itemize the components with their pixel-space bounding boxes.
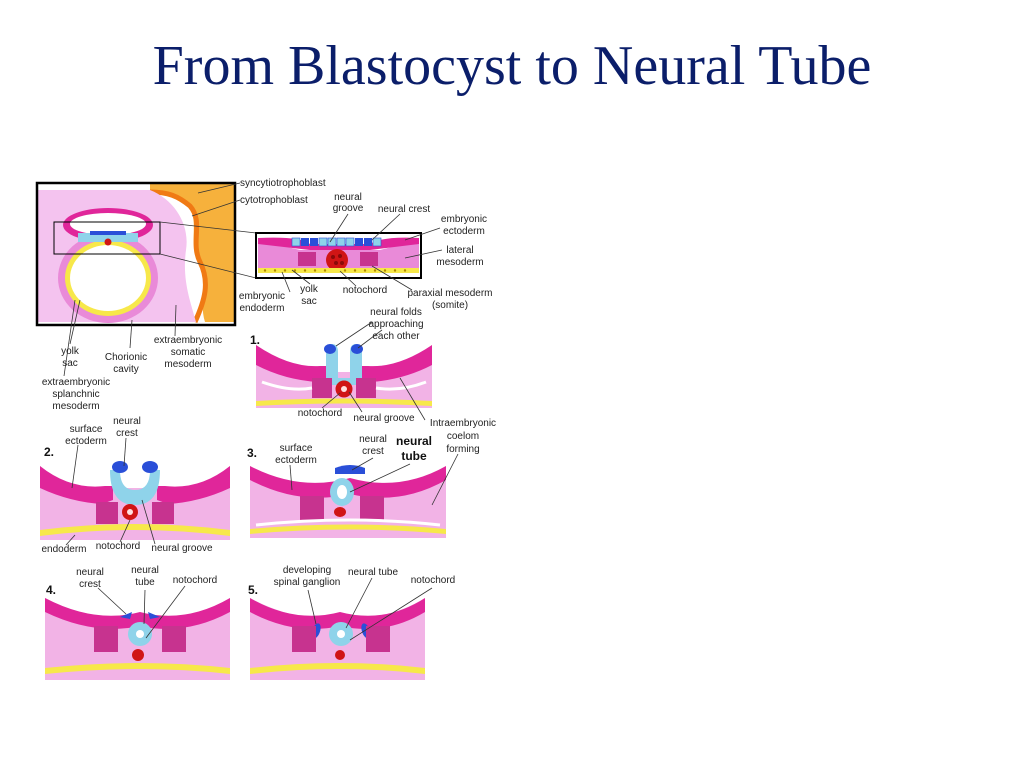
amniotic-cavity	[70, 213, 146, 235]
blastocyst-notochord	[104, 238, 112, 246]
stage-2-label-notochord: notochord	[96, 541, 140, 552]
stage-3-label-crest-2: crest	[362, 446, 384, 457]
leader-lines	[63, 182, 459, 641]
label-extraembryonic-somatic-2: somatic	[171, 347, 205, 358]
label-chorionic-cavity-2: cavity	[113, 364, 139, 375]
label-chorionic-cavity-1: Chorionic	[105, 352, 147, 363]
stage-2-label-endoderm: endoderm	[41, 544, 86, 555]
embryonic-disc	[78, 233, 138, 242]
stage-5-diagram	[250, 598, 425, 680]
stage-1-label-coelom-2: coelom	[447, 431, 479, 442]
label-notochord-top: notochord	[343, 285, 387, 296]
stage-1-label-folds-1: neural folds	[370, 307, 422, 318]
label-yolk-sac-top-2: sac	[301, 296, 317, 307]
blastocyst-frame	[35, 181, 237, 327]
slide-title: From Blastocyst to Neural Tube	[152, 35, 872, 97]
label-syncytiotrophoblast: syncytiotrophoblast	[240, 178, 326, 189]
stage-4-label-tube-2: tube	[135, 577, 155, 588]
label-extraembryonic-somatic-3: mesoderm	[164, 359, 211, 370]
enlarged-paraxial-left	[298, 252, 316, 266]
stage-3-number: 3.	[247, 446, 257, 460]
stage-3-label-tube-2: tube	[401, 449, 427, 463]
labels: syncytiotrophoblast cytotrophoblast neur…	[41, 178, 496, 597]
stage-4-label-crest-2: crest	[79, 579, 101, 590]
stage-2-label-crest-2: crest	[116, 428, 138, 439]
label-neural-crest-top: neural crest	[378, 204, 430, 215]
stage-2-label-crest-1: neural	[113, 416, 141, 427]
enlarged-section	[255, 232, 422, 279]
stage-5-label-tube: neural tube	[348, 567, 398, 578]
label-extraembryonic-splanchnic-2: splanchnic	[52, 389, 99, 400]
label-extraembryonic-splanchnic-1: extraembryonic	[42, 377, 110, 388]
stage-1-diagram	[256, 344, 432, 408]
stage-4-diagram	[45, 598, 230, 680]
enlarged-ectoderm-cells	[291, 237, 382, 247]
stage-4-number: 4.	[46, 583, 56, 597]
label-embryonic-endoderm-2: endoderm	[239, 303, 284, 314]
stage-1-label-coelom-3: forming	[446, 444, 479, 455]
label-lateral-mesoderm-2: mesoderm	[436, 257, 483, 268]
label-paraxial-mesoderm-1: paraxial mesoderm	[407, 288, 492, 299]
stage-3-label-tube-1: neural	[396, 434, 432, 448]
stage-5-label-ganglion-2: spinal ganglion	[274, 577, 341, 588]
label-lateral-mesoderm-1: lateral	[446, 245, 473, 256]
stage-3-label-surface-2: ectoderm	[275, 455, 317, 466]
stage-1-label-folds-2: approaching	[368, 319, 423, 330]
stage-1-label-groove: neural groove	[353, 413, 415, 424]
label-cytotrophoblast: cytotrophoblast	[240, 195, 308, 206]
stage-2-number: 2.	[44, 445, 54, 459]
disc-ectoderm	[90, 231, 126, 235]
stage-5-label-ganglion-1: developing	[283, 565, 331, 576]
cytotrophoblast-line	[149, 189, 208, 324]
stage-2-label-surface-2: ectoderm	[65, 436, 107, 447]
label-paraxial-mesoderm-2: (somite)	[432, 300, 468, 311]
stage-1-label-notochord: notochord	[298, 408, 342, 419]
stage-2-diagram	[40, 461, 230, 540]
label-neural-groove-top-2: groove	[333, 203, 364, 214]
stage-1-label-coelom-1: Intraembryonic	[430, 418, 496, 429]
label-embryonic-ectoderm-2: ectoderm	[443, 226, 485, 237]
label-extraembryonic-splanchnic-3: mesoderm	[52, 401, 99, 412]
stage-2-label-groove: neural groove	[151, 543, 213, 554]
stage-4-label-crest-1: neural	[76, 567, 104, 578]
enlarged-paraxial-right	[360, 252, 378, 266]
stage-1-label-folds-3: each other	[372, 331, 420, 342]
label-yolk-sac-top-1: yolk	[300, 284, 319, 295]
label-yolk-sac-left-1: yolk	[61, 346, 80, 357]
label-embryonic-endoderm-1: embryonic	[239, 291, 285, 302]
label-neural-groove-top-1: neural	[334, 192, 362, 203]
zoom-box	[53, 221, 161, 255]
stage-5-number: 5.	[248, 583, 258, 597]
enlarged-endoderm	[258, 268, 419, 273]
yolk-sac-inner	[70, 245, 146, 311]
label-yolk-sac-left-2: sac	[62, 358, 78, 369]
stage-5-label-notochord: notochord	[411, 575, 455, 586]
stage-3-label-surface-1: surface	[280, 443, 313, 454]
enlarged-endoderm-dots	[263, 269, 407, 272]
blastocyst-panel	[35, 181, 257, 327]
stage-3-label-crest-1: neural	[359, 434, 387, 445]
stage-2-label-surface-1: surface	[70, 424, 103, 435]
enlarged-notochord	[326, 249, 348, 271]
stage-3-diagram	[250, 465, 446, 538]
label-extraembryonic-somatic-1: extraembryonic	[154, 335, 222, 346]
stage-4-label-notochord: notochord	[173, 575, 217, 586]
stage-4-label-tube-1: neural	[131, 565, 159, 576]
label-embryonic-ectoderm-1: embryonic	[441, 214, 487, 225]
trophoblast-shape	[150, 183, 235, 322]
stage-1-number: 1.	[250, 333, 260, 347]
